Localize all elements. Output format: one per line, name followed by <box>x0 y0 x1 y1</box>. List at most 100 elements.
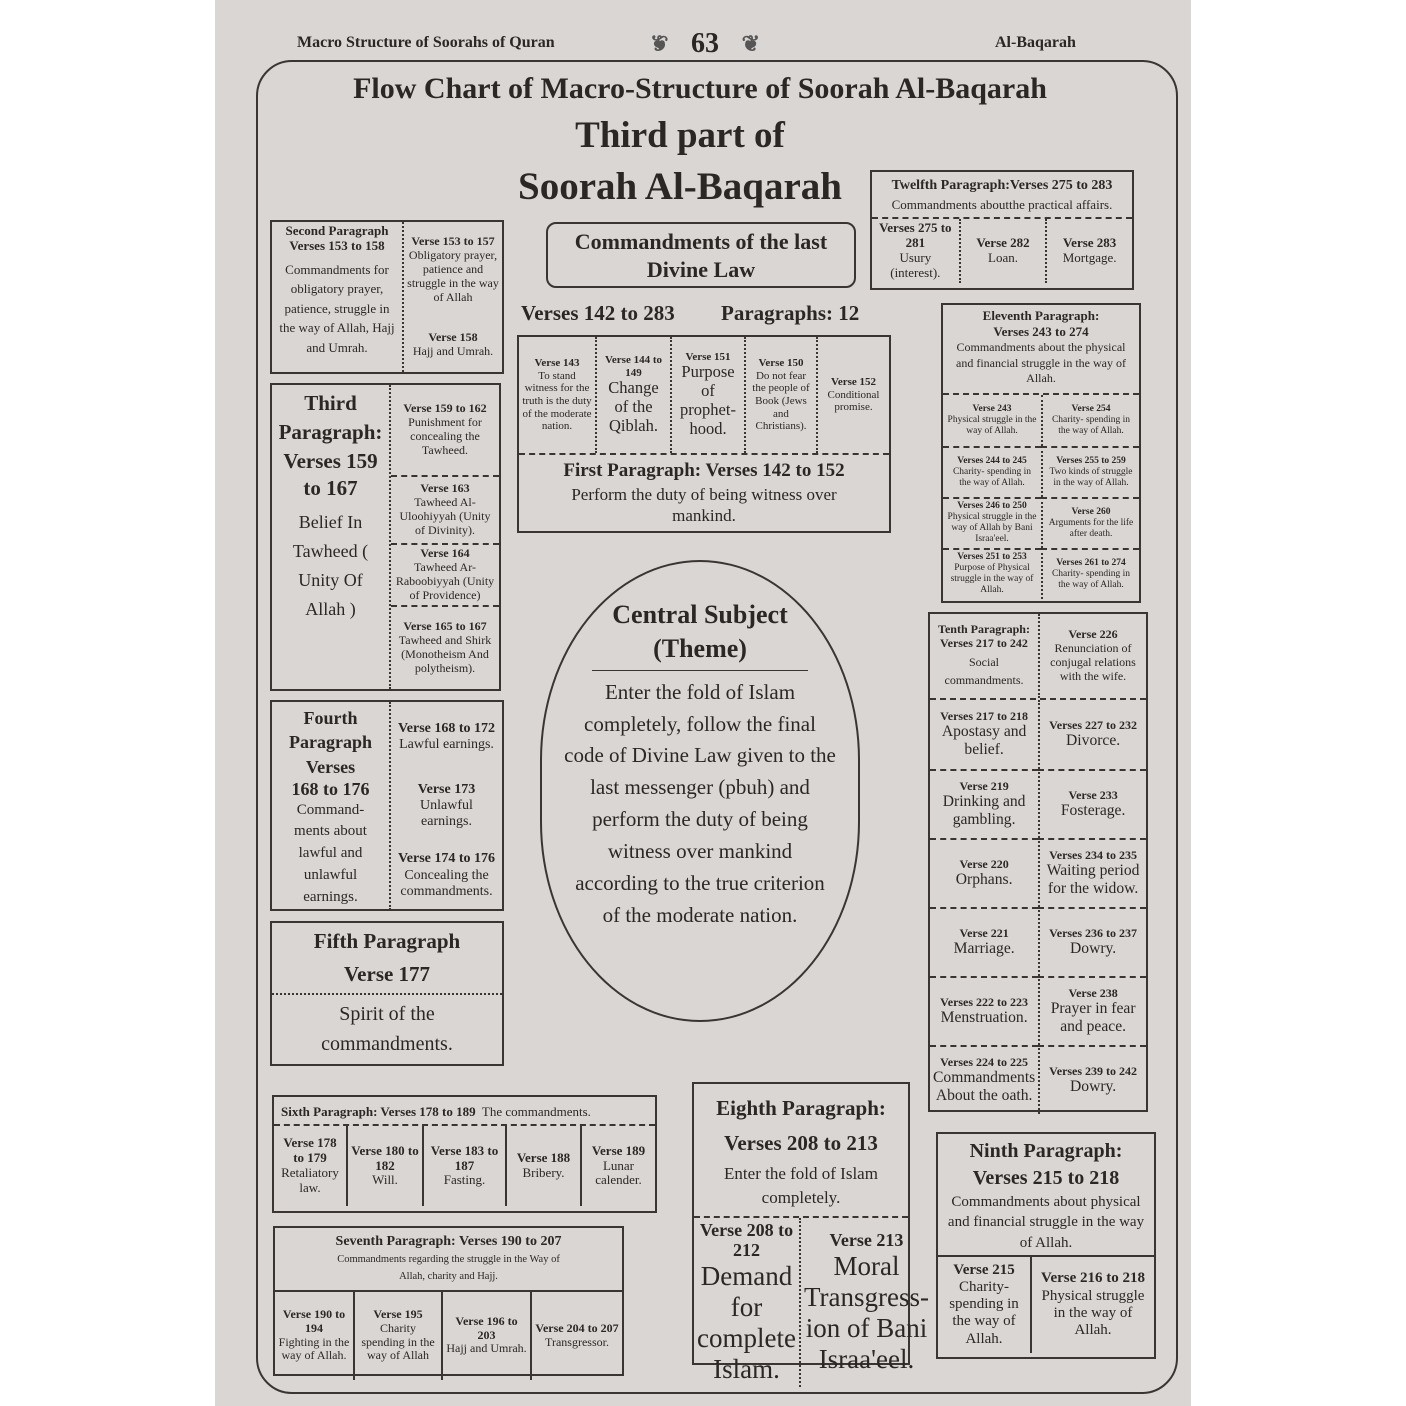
verse-cell-text: Orphans. <box>955 871 1013 889</box>
verse-cell-text: Concealing the commandments. <box>400 867 493 899</box>
verse-cell-heading: Verse 260 <box>1071 506 1111 517</box>
verse-cell-text: Purpose of prophet-hood. <box>680 362 736 439</box>
third-paragraph-box: Third Paragraph: Verses 159 to 167 Belie… <box>270 383 501 691</box>
verse-cell-heading: Verse 208 to 212 <box>699 1219 794 1261</box>
verse-cell-text: Lawful earnings. <box>399 736 494 752</box>
tenth-desc: Social commandments. <box>944 655 1024 688</box>
twelfth-desc: Commandments aboutthe practical affairs. <box>891 197 1113 212</box>
eighth-paragraph-box: Eighth Paragraph: Verses 208 to 213 Ente… <box>692 1082 929 1388</box>
fifth-verses: Verse 177 <box>343 962 431 986</box>
verse-cell-heading: Verse 190 to 194 <box>282 1307 346 1335</box>
verse-cell-heading: Verse 282 <box>976 235 1030 251</box>
verse-cell-heading: Verse 219 <box>959 778 1009 793</box>
seventh-title: Seventh Paragraph: Verses 190 to 207 <box>335 1234 562 1249</box>
verse-cell-text: Marriage. <box>953 940 1015 958</box>
verse-cell-heading: Verse 180 to 182 <box>351 1142 419 1173</box>
fourth-verses: 168 to 176 <box>291 778 370 799</box>
verse-cell-heading: Verses 244 to 245 <box>957 455 1027 466</box>
verse-cell-text: Obligatory prayer, patience and struggle… <box>407 248 499 304</box>
sixth-title: Sixth Paragraph: Verses 178 to 189 <box>281 1104 476 1119</box>
sixth-desc: The commandments. <box>481 1104 591 1119</box>
verse-cell-text: Purpose of Physical struggle in the way … <box>950 563 1034 596</box>
central-title: Central Subject (Theme) <box>592 598 808 671</box>
twelfth-paragraph-box: Twelfth Paragraph:Verses 275 to 283 Comm… <box>870 170 1134 290</box>
verse-cell-text: Physical struggle in the way of Allah by… <box>947 512 1037 545</box>
verse-cell-text: Charity-spending in the way of Allah. <box>949 1278 1019 1347</box>
verse-cell-text: Renunciation of conjugal relations with … <box>1050 641 1136 683</box>
verse-cell-text: Drinking and gambling. <box>942 793 1026 829</box>
verse-cell-heading: Verse 220 <box>959 856 1009 871</box>
verse-cell-heading: Verse 196 to 203 <box>455 1313 518 1342</box>
commandments-box: Commandments of the last Divine Law <box>546 222 856 288</box>
eighth-title: Eighth Paragraph: <box>716 1096 886 1120</box>
verse-cell-text: Transgressor. <box>545 1334 609 1349</box>
verse-cell-heading: Verse 183 to 187 <box>430 1142 499 1173</box>
verse-cell-heading: Verses 261 to 274 <box>1056 557 1126 568</box>
fifth-paragraph-box: Fifth Paragraph Verse 177 Spirit of the … <box>270 921 504 1066</box>
verse-cell-heading: Verse 173 <box>417 782 476 798</box>
verse-cell-text: Retaliatory law. <box>281 1165 339 1195</box>
verse-cell-text: Fasting. <box>443 1172 486 1188</box>
verse-cell-heading: Verse 189 <box>591 1142 646 1158</box>
verse-cell-text: Usury (interest). <box>890 250 941 280</box>
verse-cell-text: Arguments for the life after death. <box>1048 517 1134 539</box>
third-verses: Verses 159 to 167 <box>283 448 378 501</box>
verse-cell-heading: Verse 168 to 172 <box>397 720 496 736</box>
verse-cell-heading: Verse 215 <box>953 1261 1015 1278</box>
verse-cell-text: Apostasy and belief. <box>941 723 1027 759</box>
verse-cell-text: Conditional promise. <box>827 388 880 414</box>
first-desc: Perform the duty of being witness over m… <box>571 485 837 526</box>
verse-cell-heading: Verse 158 <box>428 330 478 345</box>
verse-cell-heading: Verse 238 <box>1068 985 1118 1000</box>
verse-cell-heading: Verses 255 to 259 <box>1056 455 1126 466</box>
ninth-paragraph-box: Ninth Paragraph: Verses 215 to 218 Comma… <box>936 1132 1156 1359</box>
verse-cell-text: Prayer in fear and peace. <box>1050 1000 1136 1036</box>
verse-cell-heading: Verse 143 <box>534 357 580 370</box>
verse-cell-heading: Verse 233 <box>1068 787 1118 802</box>
verse-range: Verses 142 to 283 <box>521 301 675 325</box>
verse-cell-text: Fighting in the way of Allah. <box>278 1334 350 1363</box>
fifth-desc: Spirit of the commandments. <box>272 993 502 1063</box>
verse-cell-text: Divorce. <box>1066 732 1121 750</box>
tenth-verses: Verses 217 to 242 <box>940 635 1028 650</box>
verse-cell-heading: Verses 217 to 218 <box>940 708 1029 723</box>
sixth-paragraph-box: Sixth Paragraph: Verses 178 to 189 The c… <box>272 1095 657 1213</box>
verse-cell-heading: Verse 159 to 162 <box>403 401 487 416</box>
verse-cell-heading: Verse 150 <box>758 357 804 370</box>
ninth-desc: Commandments about physical and financia… <box>947 1194 1145 1251</box>
second-paragraph-box: Second Paragraph Verses 153 to 158 Comma… <box>270 220 504 374</box>
fourth-title: Fourth Paragraph Verses <box>289 708 372 777</box>
verse-cell-text: Physical struggle in the way of Allah. <box>1041 1287 1145 1339</box>
verse-cell-text: Waiting period for the widow. <box>1046 862 1140 898</box>
